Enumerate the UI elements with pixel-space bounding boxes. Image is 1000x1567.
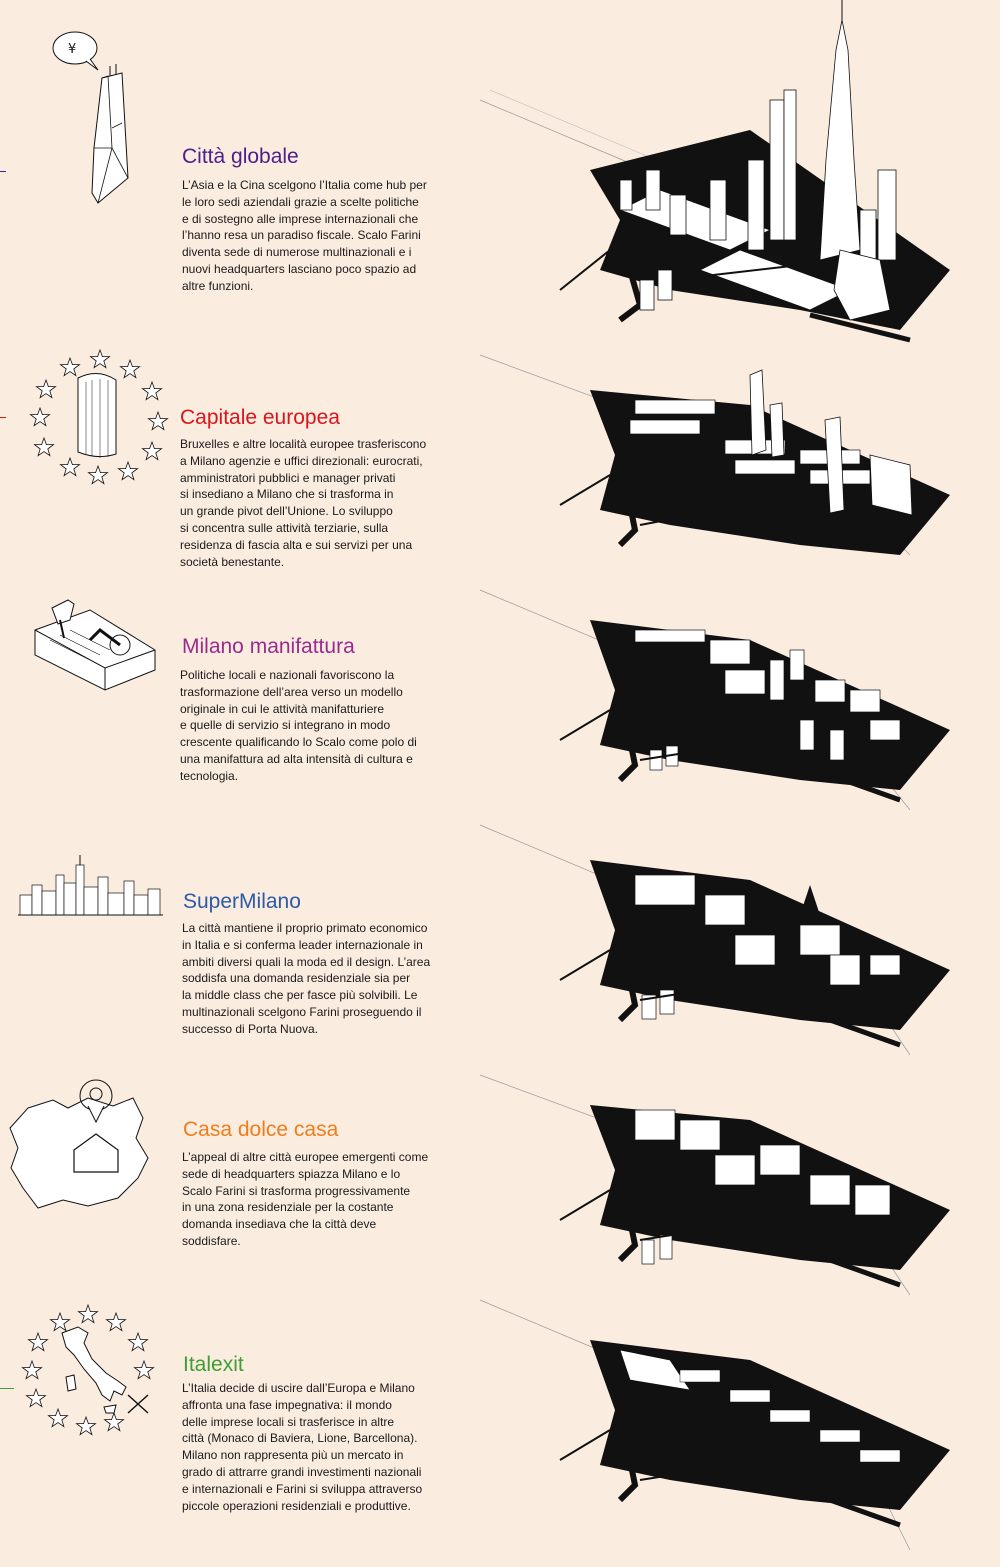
scenario-italexit: Italexit L’Italia decide di uscire dall’…	[0, 1299, 1000, 1567]
scenario-title: SuperMilano	[183, 890, 301, 913]
axonometric-massing-diagram	[470, 589, 950, 820]
scenario-title: Capitale europea	[180, 406, 340, 429]
scenario-description: L’Asia e la Cina scelgono l’Italia come …	[182, 178, 427, 293]
scenario-milano-manifattura: Milano manifattura Politiche locali e na…	[0, 589, 1000, 825]
scenario-description: Politiche locali e nazionali favoriscono…	[180, 668, 417, 783]
robot-arm-factory-icon	[30, 590, 165, 695]
scenario-description: La città mantiene il proprio primato eco…	[182, 921, 431, 1036]
scenario-citta-globale: ¥ Città globale L’Asia e la Cina scelgon…	[0, 0, 1000, 345]
milan-map-house-pin-icon	[8, 1078, 158, 1218]
axonometric-massing-diagram	[470, 0, 950, 343]
eu-stars-building-icon	[29, 348, 170, 488]
axonometric-massing-diagram	[470, 824, 950, 1065]
scenario-supermilano: SuperMilano La città mantiene il proprio…	[0, 824, 1000, 1075]
scenario-title: Milano manifattura	[182, 635, 355, 658]
color-tick	[0, 417, 6, 418]
scenario-title: Città globale	[182, 145, 299, 168]
yen-label: ¥	[68, 42, 76, 57]
skyscraper-yen-icon: ¥	[50, 28, 140, 208]
scenario-description: Bruxelles e altre località europee trasf…	[180, 437, 427, 569]
italy-map-eu-stars-icon	[21, 1303, 157, 1438]
scenario-description: L’appeal di altre città europee emergent…	[182, 1150, 429, 1248]
color-tick	[0, 171, 6, 172]
scenario-title: Italexit	[183, 1353, 244, 1376]
axonometric-massing-diagram	[470, 1074, 950, 1300]
scenario-capitale-europea: Capitale europea Bruxelles e altre local…	[0, 345, 1000, 590]
axonometric-massing-diagram	[470, 345, 950, 585]
color-tick	[0, 1388, 14, 1389]
axonometric-massing-diagram	[470, 1299, 950, 1560]
city-skyline-icon	[18, 855, 163, 925]
scenario-title: Casa dolce casa	[183, 1118, 339, 1141]
scenario-description: L’Italia decide di uscire dall’Europa e …	[182, 1381, 423, 1513]
scenario-casa-dolce-casa: Casa dolce casa L’appeal di altre città …	[0, 1074, 1000, 1300]
